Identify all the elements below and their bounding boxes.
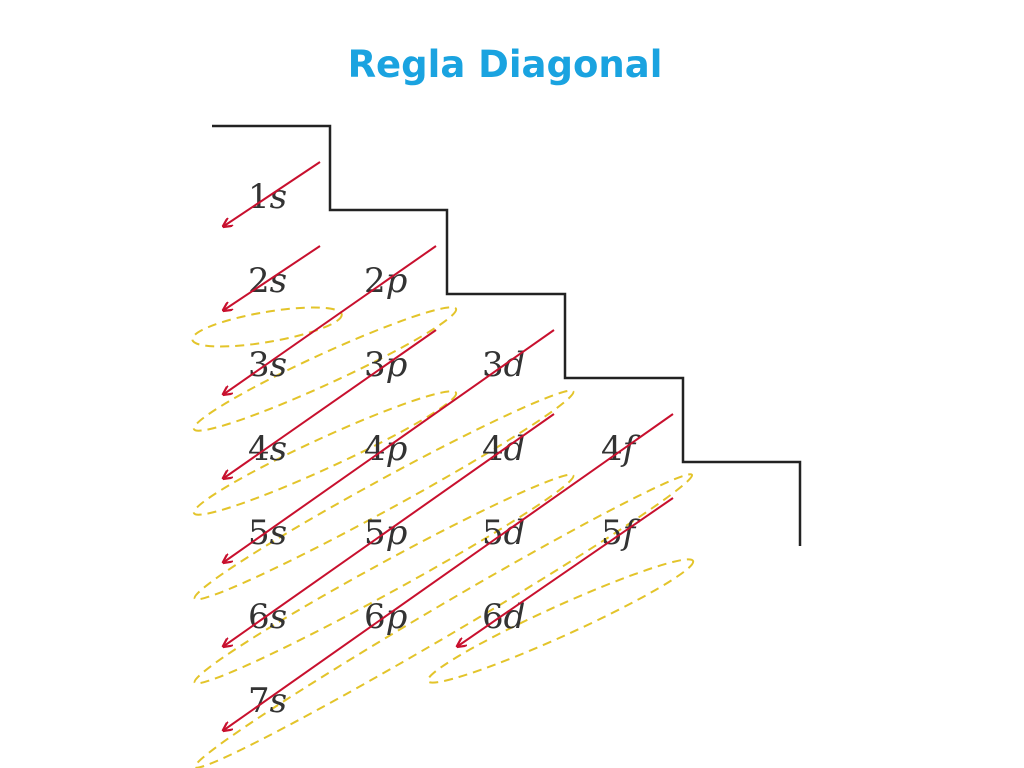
orbital-number: 3 <box>482 345 504 385</box>
orbital-number: 5 <box>364 513 386 553</box>
orbital-letter: p <box>386 345 408 385</box>
orbital-number: 5 <box>601 513 623 553</box>
diagonal-ellipse-7 <box>193 473 694 768</box>
orbital-label-4f: 4f <box>601 429 641 469</box>
diagonal-ellipse-5 <box>193 389 575 601</box>
orbital-letter: d <box>504 597 526 637</box>
orbital-number: 6 <box>364 597 386 637</box>
orbital-number: 4 <box>364 429 386 469</box>
diagonal-ellipse-6 <box>193 473 575 685</box>
diagonal-arrow-6 <box>224 413 555 646</box>
orbital-number: 6 <box>482 597 504 637</box>
orbital-number: 2 <box>364 261 386 301</box>
diagonal-arrow-2 <box>224 245 321 310</box>
orbital-letter: s <box>270 681 287 721</box>
orbital-label-5d: 5d <box>482 513 525 553</box>
orbital-letter: d <box>504 513 526 553</box>
diagonal-arrow-3 <box>224 245 437 394</box>
orbital-label-3s: 3s <box>248 345 287 385</box>
orbital-letter: s <box>270 261 287 301</box>
orbital-label-4s: 4s <box>248 429 287 469</box>
diagonal-ellipse-4 <box>192 390 458 516</box>
orbital-number: 6 <box>248 597 270 637</box>
orbital-number: 4 <box>601 429 623 469</box>
orbital-number: 4 <box>482 429 504 469</box>
diagonal-ellipse-8 <box>426 558 695 684</box>
slide-title: Regla Diagonal <box>347 43 663 86</box>
diagonal-arrow-1 <box>224 161 321 226</box>
orbital-label-5s: 5s <box>248 513 287 553</box>
orbital-letter: s <box>270 513 287 553</box>
orbital-letter: p <box>386 261 408 301</box>
diagonal-arrow-5 <box>224 329 555 562</box>
orbital-number: 4 <box>248 429 270 469</box>
orbital-letter: s <box>270 345 287 385</box>
orbital-label-6d: 6d <box>482 597 525 637</box>
orbital-label-7s: 7s <box>248 681 287 721</box>
orbital-label-3p: 3p <box>364 345 407 385</box>
orbital-label-2p: 2p <box>364 261 407 301</box>
diagonal-ellipse-2 <box>191 306 343 348</box>
diagonal-arrow-4 <box>224 329 437 478</box>
orbital-letter: s <box>270 177 287 217</box>
orbital-number: 3 <box>364 345 386 385</box>
orbital-letter: d <box>504 345 526 385</box>
orbital-number: 5 <box>248 513 270 553</box>
orbital-number: 3 <box>248 345 270 385</box>
orbital-label-6s: 6s <box>248 597 287 637</box>
orbital-letter: p <box>386 429 408 469</box>
diagonal-ellipse-3 <box>192 306 458 432</box>
diagonal-arrow-7 <box>224 413 674 730</box>
orbital-letter: d <box>504 429 526 469</box>
orbital-number: 7 <box>248 681 270 721</box>
orbital-letter: p <box>386 513 408 553</box>
diagonal-arrow-8 <box>458 497 674 646</box>
orbital-number: 5 <box>482 513 504 553</box>
staircase-outline <box>212 124 802 546</box>
orbital-letter: p <box>386 597 408 637</box>
orbital-letter: s <box>270 597 287 637</box>
orbital-letter: s <box>270 429 287 469</box>
